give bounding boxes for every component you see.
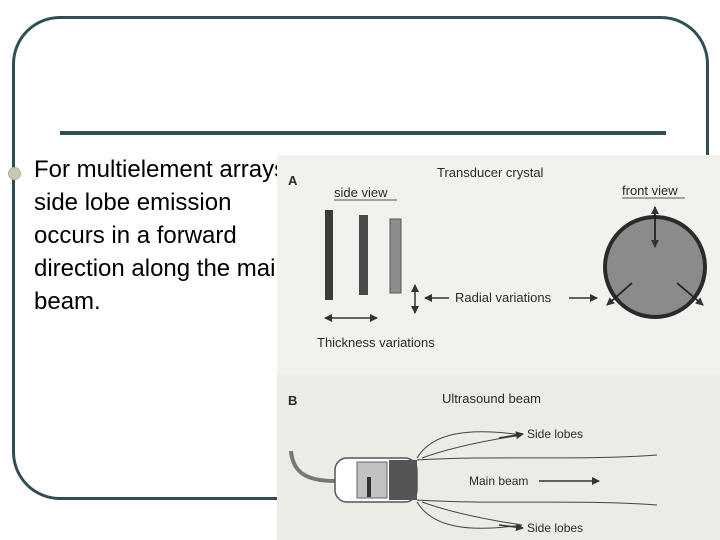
transducer-figure-svg: A Transducer crystal side view front vie…: [277, 155, 720, 540]
title-rule: [60, 131, 666, 135]
side-lobe-top-label: Side lobes: [527, 427, 583, 441]
transducer-connector: [367, 477, 371, 497]
side-lobe-top-arrow: [498, 431, 524, 440]
panel-b-letter: B: [288, 393, 297, 408]
bullet-text: For multielement arrays, side lobe emiss…: [34, 156, 293, 315]
transducer-figure: A Transducer crystal side view front vie…: [277, 155, 720, 540]
transducer-backing: [356, 461, 388, 499]
figure-title: Transducer crystal: [437, 165, 544, 180]
panel-a-letter: A: [288, 173, 298, 188]
side-view-label: side view: [334, 185, 388, 200]
crystal-bar-1: [325, 210, 333, 300]
front-arrow-left: [606, 282, 633, 306]
bullet-dot: [8, 167, 21, 180]
main-beam-upper-edge: [416, 454, 658, 461]
front-view-label: front view: [622, 183, 678, 198]
main-beam-label: Main beam: [469, 474, 528, 488]
crystal-bar-3: [389, 218, 402, 294]
transducer-cable: [289, 450, 336, 483]
main-beam-lower-edge: [416, 499, 658, 506]
side-lobe-bottom-label: Side lobes: [527, 521, 583, 535]
crystal-bar-2: [359, 215, 368, 295]
thickness-label: Thickness variations: [317, 335, 435, 350]
side-lobe-bottom-arrow: [498, 523, 524, 532]
transducer-crystal-element: [389, 460, 417, 500]
front-arrow-right: [676, 282, 704, 306]
radial-label: Radial variations: [455, 290, 552, 305]
beam-title: Ultrasound beam: [442, 391, 541, 406]
